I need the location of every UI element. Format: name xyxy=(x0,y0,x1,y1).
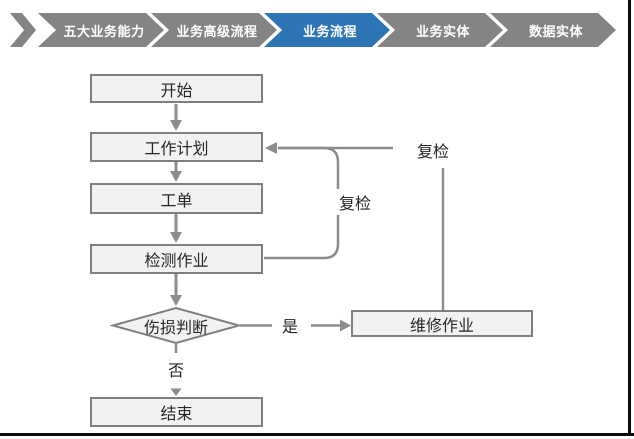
flow-node-start: 开始 xyxy=(90,74,263,103)
flow-node-repair: 维修作业 xyxy=(351,310,533,337)
chevron-lead-arrow-icon xyxy=(10,13,36,47)
connector-inspection-recheck-loop xyxy=(264,146,340,260)
node-label: 工单 xyxy=(160,192,193,210)
breadcrumb-label: 数据实体 xyxy=(528,23,583,39)
arrowhead-left-icon xyxy=(265,142,277,154)
edge-label-yes: 是 xyxy=(281,319,298,336)
breadcrumb-label: 业务流程 xyxy=(302,23,357,39)
slide-right-border xyxy=(628,0,631,436)
arrowhead-down-icon xyxy=(170,232,182,243)
arrowhead-down-icon xyxy=(170,295,182,306)
node-label: 维修作业 xyxy=(409,317,474,335)
breadcrumb-label: 业务实体 xyxy=(415,23,470,39)
node-label: 伤损判断 xyxy=(143,319,208,337)
arrowhead-right-icon xyxy=(340,319,351,332)
arrowhead-down-icon xyxy=(170,388,182,396)
node-label: 结束 xyxy=(160,406,193,423)
flow-node-end: 结束 xyxy=(90,397,263,427)
node-label: 开始 xyxy=(160,82,193,100)
node-label: 检测作业 xyxy=(144,253,209,270)
edge-label-recheck-loop: 复检 xyxy=(332,189,378,215)
breadcrumb-item-business-entity[interactable]: 业务实体 xyxy=(377,13,503,47)
breadcrumb-label: 业务高级流程 xyxy=(176,23,258,39)
slide-bottom-border xyxy=(0,433,634,436)
edge-label-recheck-repair: 复检 xyxy=(416,144,449,161)
breadcrumb-item-five-capabilities[interactable]: 五大业务能力 xyxy=(38,13,164,47)
edge-label-no: 否 xyxy=(167,363,184,380)
breadcrumb-label: 五大业务能力 xyxy=(63,23,145,39)
node-label: 工作计划 xyxy=(144,141,209,158)
flow-node-damage-decision-label: 伤损判断 xyxy=(113,308,239,343)
flow-node-work-plan: 工作计划 xyxy=(90,132,263,162)
arrowhead-down-icon xyxy=(170,120,182,131)
breadcrumb-item-business-process[interactable]: 业务流程 xyxy=(264,13,390,47)
flow-node-work-order: 工单 xyxy=(90,183,263,214)
flow-node-inspection: 检测作业 xyxy=(90,244,263,274)
breadcrumb-item-data-entity[interactable]: 数据实体 xyxy=(490,13,616,47)
breadcrumb-item-high-level-process[interactable]: 业务高级流程 xyxy=(151,13,277,47)
arrowhead-down-icon xyxy=(170,171,182,182)
